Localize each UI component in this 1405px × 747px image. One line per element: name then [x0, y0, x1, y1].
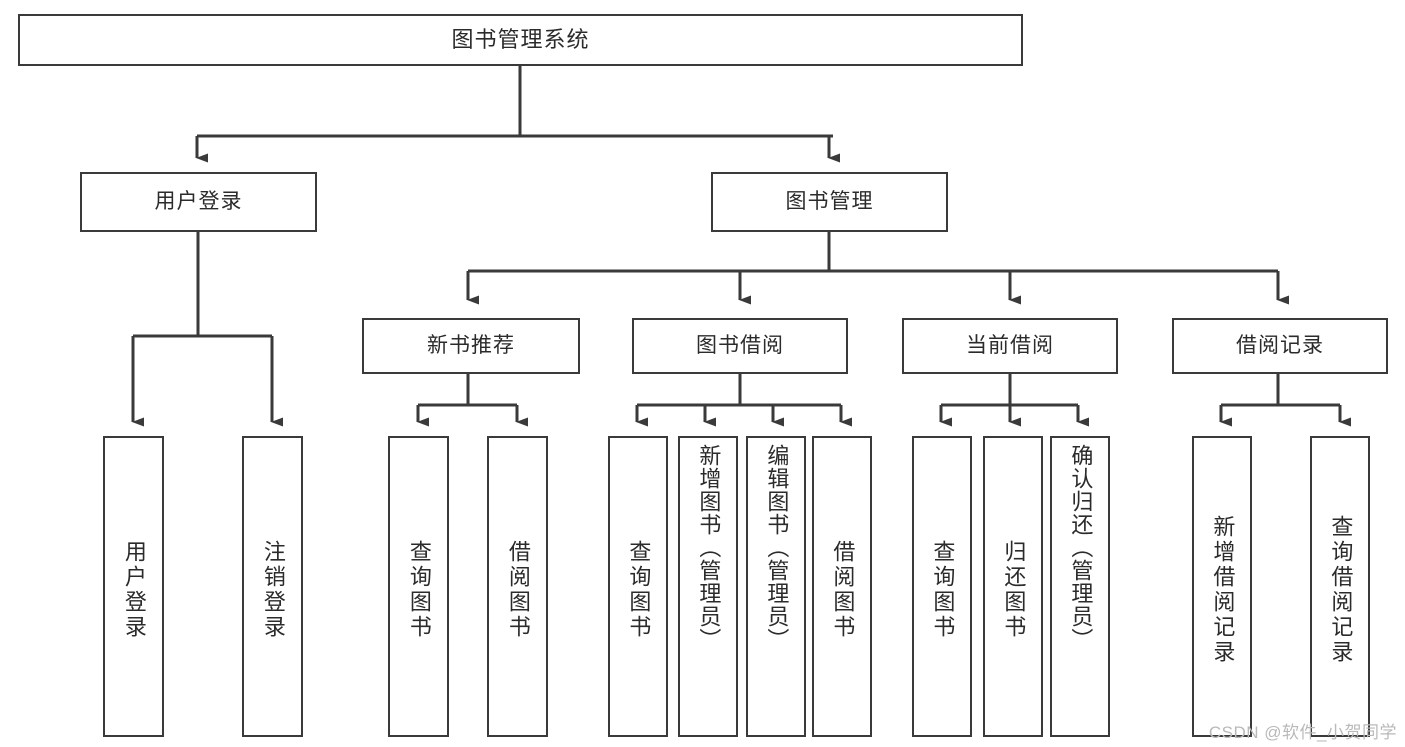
node-label: 借阅图书: [505, 539, 531, 640]
node-label: 图书借阅: [696, 334, 784, 358]
leaf-book-borrow-query-book[interactable]: 查询图书: [608, 436, 668, 737]
node-label: 当前借阅: [966, 334, 1054, 358]
node-label: 查询借阅记录: [1328, 514, 1354, 665]
node-current-borrow[interactable]: 当前借阅: [902, 318, 1118, 374]
node-user-login[interactable]: 用户登录: [80, 172, 317, 232]
leaf-current-borrow-return-book[interactable]: 归还图书: [983, 436, 1043, 737]
leaf-borrow-record-query-record[interactable]: 查询借阅记录: [1310, 436, 1370, 737]
node-label: 借阅记录: [1236, 334, 1324, 358]
leaf-borrow-record-add-record[interactable]: 新增借阅记录: [1192, 436, 1252, 737]
leaf-current-borrow-confirm-return-admin[interactable]: 确认归还（管理员）: [1050, 436, 1110, 737]
leaf-book-borrow-edit-book-admin[interactable]: 编辑图书（管理员）: [746, 436, 806, 737]
node-label: 新书推荐: [427, 334, 515, 358]
leaf-book-borrow-borrow-book[interactable]: 借阅图书: [812, 436, 872, 737]
node-label: 查询图书: [930, 539, 956, 640]
node-label: 图书管理: [785, 190, 874, 214]
node-book-management[interactable]: 图书管理: [711, 172, 948, 232]
node-borrow-record[interactable]: 借阅记录: [1172, 318, 1388, 374]
node-label: 归还图书: [1001, 539, 1027, 640]
leaf-user-login-logout[interactable]: 注销登录: [242, 436, 303, 737]
leaf-current-borrow-query-book[interactable]: 查询图书: [912, 436, 972, 737]
node-book-borrow[interactable]: 图书借阅: [632, 318, 848, 374]
node-root-book-management-system[interactable]: 图书管理系统: [18, 14, 1023, 66]
node-label: 新增图书（管理员）: [696, 444, 722, 651]
node-label: 查询图书: [406, 539, 432, 640]
node-label: 新增借阅记录: [1210, 514, 1236, 665]
leaf-book-borrow-add-book-admin[interactable]: 新增图书（管理员）: [678, 436, 738, 737]
node-label: 用户登录: [154, 190, 243, 214]
node-label: 确认归还（管理员）: [1068, 444, 1094, 651]
leaf-user-login-login[interactable]: 用户登录: [103, 436, 164, 737]
leaf-new-book-borrow-book[interactable]: 借阅图书: [487, 436, 548, 737]
node-label: 编辑图书（管理员）: [764, 444, 790, 651]
leaf-new-book-query-book[interactable]: 查询图书: [388, 436, 449, 737]
node-label: 图书管理系统: [451, 26, 590, 52]
node-label: 用户登录: [121, 539, 147, 640]
node-label: 注销登录: [260, 539, 286, 640]
watermark-text: CSDN @软件_小贺同学: [1208, 723, 1397, 742]
node-label: 借阅图书: [830, 539, 856, 640]
node-label: 查询图书: [626, 539, 652, 640]
node-new-book-recommend[interactable]: 新书推荐: [362, 318, 580, 374]
